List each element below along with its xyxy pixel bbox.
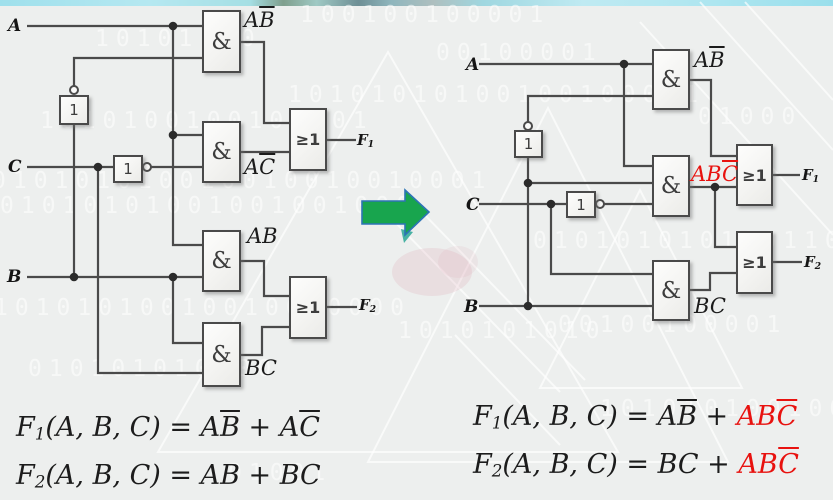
input-label-b: B [464,297,479,317]
term-label-ab-not: AB [244,8,275,32]
term-label-ac-not: AC [244,155,276,179]
faint-pink-watermark [392,248,472,296]
photo-strip [0,0,833,6]
formula-f2-simplified: F2(A, B, C) = BC + ABC [473,449,799,481]
output-label-f2: F2 [359,296,377,315]
inverter-bubbles [69,85,605,209]
binary-watermark-row: 1010101001001 [600,396,833,422]
or-symbol: ≥1 [295,130,321,149]
and-gate-left-1: & [202,10,241,73]
term-label-ab: AB [247,224,278,248]
and-symbol: & [211,28,232,55]
output-label-f1: F1 [357,131,375,150]
not-gate-left-c: 1 [113,155,143,183]
binary-watermark-row: 01010101001001001000 [0,193,417,219]
term-label-abc-not-highlight: ABC [691,162,739,186]
binary-watermark-row: 00100001 [436,40,603,66]
or-gate-left-1: ≥1 [289,108,327,171]
input-label-a: A [8,16,22,36]
formula-f1-simplified: F1(A, B, C) = AB + ABC [473,401,798,433]
or-symbol: ≥1 [742,165,767,185]
term-label-bc: BC [694,294,726,318]
formula-f2-original: F2(A, B, C) = AB + BC [16,460,321,492]
or-symbol: ≥1 [295,298,321,317]
input-label-c: C [466,195,480,215]
binary-watermark-row: 01001 [228,460,333,486]
binary-watermark-row: 1010101010 [398,318,607,344]
not-symbol: 1 [123,160,133,178]
output-label-f2: F2 [804,253,822,272]
input-label-c: C [8,157,22,177]
and-symbol: & [211,248,232,274]
formula-f1-original: F1(A, B, C) = AB + AC [16,412,320,444]
and-gate-left-4: & [202,322,241,387]
not-symbol: 1 [576,195,586,214]
and-gate-right-3: & [652,260,690,321]
or-gate-right-2: ≥1 [736,231,773,294]
input-label-a: A [466,55,480,75]
and-symbol: & [211,341,232,368]
transform-arrow [361,188,431,237]
binary-watermark-row: 100100100001 [300,2,551,28]
and-gate-right-2: & [652,155,690,217]
or-gate-right-1: ≥1 [736,144,773,206]
not-symbol: 1 [523,135,534,153]
input-label-b: B [7,267,22,287]
junction-dots [69,21,720,311]
not-symbol: 1 [69,101,79,119]
not-gate-left-b: 1 [59,95,89,125]
and-symbol: & [211,139,232,165]
binary-watermark-row: 01000 [698,104,803,130]
or-symbol: ≥1 [742,253,767,272]
and-gate-left-2: & [202,121,241,183]
and-symbol: & [660,173,682,199]
term-label-ab-not: AB [694,48,725,72]
teal-logo-fragment [401,229,413,243]
and-symbol: & [660,66,682,93]
output-label-f1: F1 [802,166,820,185]
and-symbol: & [660,277,682,304]
or-gate-left-2: ≥1 [289,276,327,339]
not-gate-right-c: 1 [566,191,596,218]
not-gate-right-b: 1 [514,130,543,158]
and-gate-right-1: & [652,49,690,110]
binary-watermark-row: 010101010100110 [533,228,833,254]
and-gate-left-3: & [202,230,241,292]
term-label-bc: BC [245,356,277,380]
